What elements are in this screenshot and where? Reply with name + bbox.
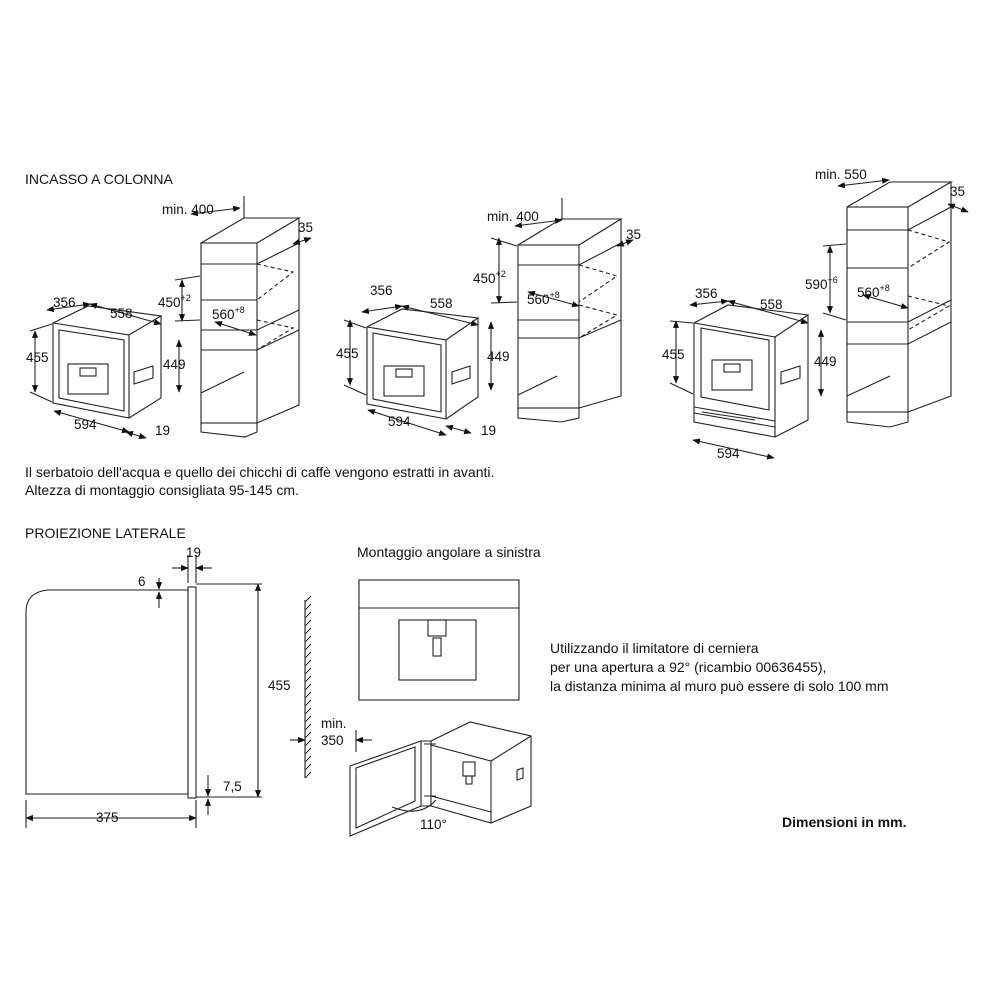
- dim-455-3: 455: [662, 347, 685, 362]
- dim-wall-350: 350: [321, 733, 344, 748]
- dim-590-value: 590: [805, 277, 828, 292]
- dim-side-375: 375: [96, 810, 119, 825]
- dim-590: 590+6: [805, 276, 838, 292]
- note-mounting-height: Altezza di montaggio consigliata 95-145 …: [25, 482, 299, 498]
- dim-35-3: 35: [950, 184, 966, 199]
- dim-560-value: 560: [212, 307, 235, 322]
- dim-wall-min: min.: [321, 716, 347, 731]
- dim-450-tolerance: +2: [495, 269, 506, 279]
- column-unit-3: [669, 177, 969, 460]
- dim-356-2: 356: [370, 283, 393, 298]
- dim-558-2: 558: [430, 296, 453, 311]
- dim-558-3: 558: [760, 297, 783, 312]
- hinge-note-3: la distanza minima al muro può essere di…: [550, 678, 889, 694]
- dim-side-6: 6: [138, 574, 146, 589]
- corner-open-view: [349, 721, 532, 837]
- dim-594-1: 594: [74, 417, 97, 432]
- dim-19-1: 19: [155, 423, 171, 438]
- dim-angle-110: 110°: [420, 817, 447, 832]
- dim-560-3: 560+8: [857, 284, 890, 300]
- dim-455-1: 455: [26, 350, 49, 365]
- appliance-body: [52, 322, 130, 419]
- units-note: Dimensioni in mm.: [782, 814, 907, 830]
- dim-560-tolerance: +8: [879, 283, 890, 293]
- dim-450-value: 450: [158, 295, 181, 310]
- dim-side-19: 19: [186, 545, 202, 560]
- dim-356-1: 356: [53, 295, 76, 310]
- dim-side-7-5: 7,5: [223, 779, 242, 794]
- dim-560-value: 560: [527, 292, 550, 307]
- dim-449-1: 449: [163, 357, 186, 372]
- dim-450-1: 450+2: [158, 294, 191, 310]
- dim-560-tolerance: +8: [234, 305, 245, 315]
- column-unit-2: [343, 198, 634, 436]
- hinge-note-2: per una apertura a 92° (ricambio 0063645…: [550, 659, 827, 675]
- section-title-column: INCASSO A COLONNA: [25, 171, 173, 187]
- dim-450-value: 450: [473, 271, 496, 286]
- dim-35-1: 35: [298, 220, 314, 235]
- dim-590-tolerance: +6: [827, 275, 838, 285]
- dim-35-2: 35: [626, 227, 642, 242]
- dim-450-2: 450+2: [473, 270, 506, 286]
- dim-min550: min. 550: [815, 167, 867, 182]
- column-unit-1: [29, 196, 312, 439]
- section-title-side: PROIEZIONE LATERALE: [25, 525, 186, 541]
- dim-side-455: 455: [268, 678, 291, 693]
- dim-560-value: 560: [857, 285, 880, 300]
- dim-560-tolerance: +8: [549, 290, 560, 300]
- dim-560-2: 560+8: [527, 291, 560, 307]
- dim-min400-1: min. 400: [162, 202, 214, 217]
- note-water-tank: Il serbatoio dell'acqua e quello dei chi…: [25, 464, 495, 480]
- dim-594-3: 594: [717, 446, 740, 461]
- corner-front-view: [358, 579, 520, 701]
- dim-558-1: 558: [110, 306, 133, 321]
- dim-455-2: 455: [336, 346, 359, 361]
- dim-min400-2: min. 400: [487, 209, 539, 224]
- hinge-note-1: Utilizzando il limitatore di cerniera: [550, 640, 759, 656]
- dim-19-2: 19: [481, 423, 497, 438]
- dim-450-tolerance: +2: [180, 293, 191, 303]
- dim-356-3: 356: [695, 286, 718, 301]
- corner-mounting-title: Montaggio angolare a sinistra: [357, 544, 541, 560]
- dim-594-2: 594: [388, 414, 411, 429]
- wall-hatch: [290, 595, 372, 779]
- side-projection: [25, 555, 262, 828]
- dim-449-2: 449: [487, 349, 510, 364]
- dim-560-1: 560+8: [212, 306, 245, 322]
- dim-449-3: 449: [814, 354, 837, 369]
